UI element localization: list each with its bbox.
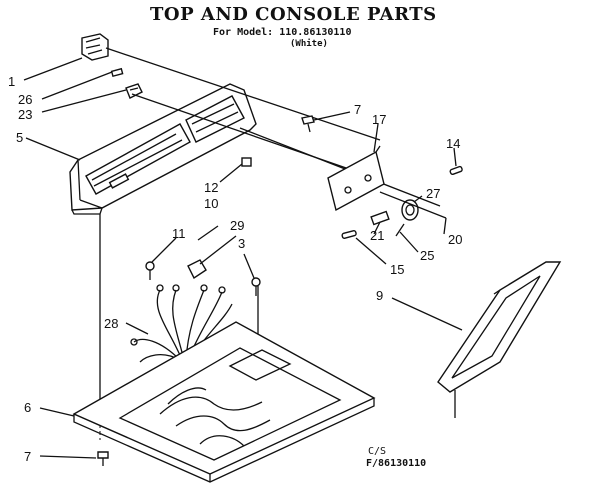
callout-20: 20 <box>448 232 462 247</box>
model-number: For Model: 110.86130110 <box>213 27 352 38</box>
callout-7-bottom: 7 <box>24 449 31 464</box>
part-15-pin <box>341 230 357 239</box>
callout-9: 9 <box>376 288 383 303</box>
callout-15: 15 <box>390 262 404 277</box>
part-29-clip <box>187 259 207 280</box>
part-17-bracket <box>327 145 385 212</box>
callout-14: 14 <box>446 136 460 151</box>
callout-29: 29 <box>230 218 244 233</box>
callout-1: 1 <box>8 74 15 89</box>
color-variant: (White) <box>290 39 328 49</box>
part-12-clip <box>241 157 252 167</box>
callout-21: 21 <box>370 228 384 243</box>
callout-25: 25 <box>420 248 434 263</box>
part-23-switch <box>125 83 143 99</box>
part-7-screw-top <box>301 115 315 133</box>
callout-12: 12 <box>204 180 218 195</box>
part-9-lid <box>437 261 562 393</box>
part-27-knob <box>401 199 419 221</box>
callout-leaders <box>23 57 463 459</box>
part-14-pin <box>449 165 463 176</box>
callout-26: 26 <box>18 92 32 107</box>
part-5-console <box>69 83 257 215</box>
callout-7-top: 7 <box>354 102 361 117</box>
cs-code: C/S <box>368 446 387 457</box>
part-20-leader <box>379 191 447 237</box>
part-26-screw <box>110 67 124 78</box>
part-7-screw-bottom <box>97 451 109 466</box>
callout-11: 11 <box>172 226 186 241</box>
diagram-title: TOP AND CONSOLE PARTS <box>150 4 437 25</box>
part-21-switch <box>370 210 390 226</box>
part-3-screw <box>251 277 261 296</box>
callout-27: 27 <box>426 186 440 201</box>
drawing-number: F/86130110 <box>366 458 427 469</box>
part-11-screw <box>145 261 155 280</box>
callout-5: 5 <box>16 130 23 145</box>
part-6-top <box>72 321 376 483</box>
callout-23: 23 <box>18 107 32 122</box>
part-1-clip <box>81 33 109 61</box>
callout-28: 28 <box>104 316 118 331</box>
part-10-wire <box>197 225 219 241</box>
callout-6: 6 <box>24 400 31 415</box>
callout-17: 17 <box>372 112 386 127</box>
callout-3: 3 <box>238 236 245 251</box>
callout-10: 10 <box>204 196 218 211</box>
assembly-lines <box>99 47 456 440</box>
